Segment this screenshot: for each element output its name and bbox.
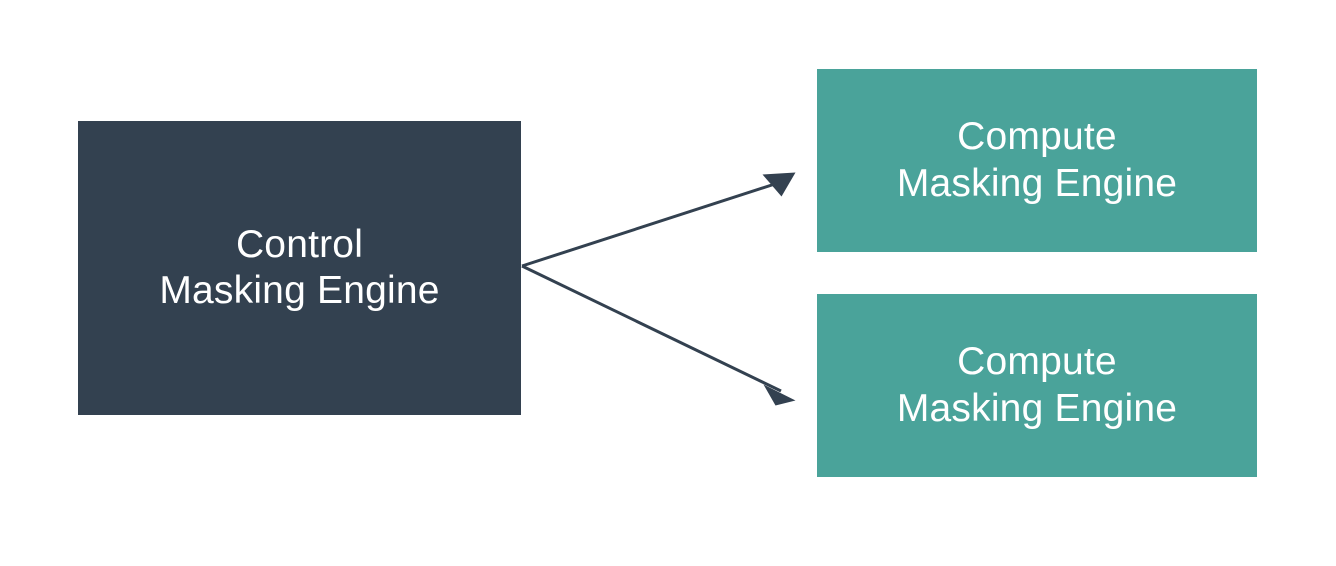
arrowhead-upper-icon: [762, 172, 796, 197]
node-compute-1-label-line-2: Masking Engine: [896, 161, 1178, 205]
arrowhead-lower-icon: [763, 384, 796, 406]
edge-control-to-compute-2: [521, 264, 796, 406]
node-compute-2-label-line-2: Masking Engine: [896, 386, 1178, 430]
edge-control-to-compute-1: [521, 172, 796, 268]
node-compute-1-label-line-1: Compute: [957, 115, 1117, 159]
node-control-label-line-1: Control: [235, 222, 364, 266]
node-compute-masking-engine-1[interactable]: Compute Masking Engine: [817, 69, 1257, 252]
edge-line-upper: [521, 180, 782, 268]
node-control-label-line-2: Masking Engine: [159, 269, 440, 312]
node-control-masking-engine[interactable]: Control Masking Engine: [78, 121, 521, 415]
node-compute-masking-engine-2[interactable]: Compute Masking Engine: [817, 294, 1257, 477]
edge-line-lower: [521, 264, 782, 393]
node-compute-2-label-line-1: Compute: [957, 340, 1117, 384]
